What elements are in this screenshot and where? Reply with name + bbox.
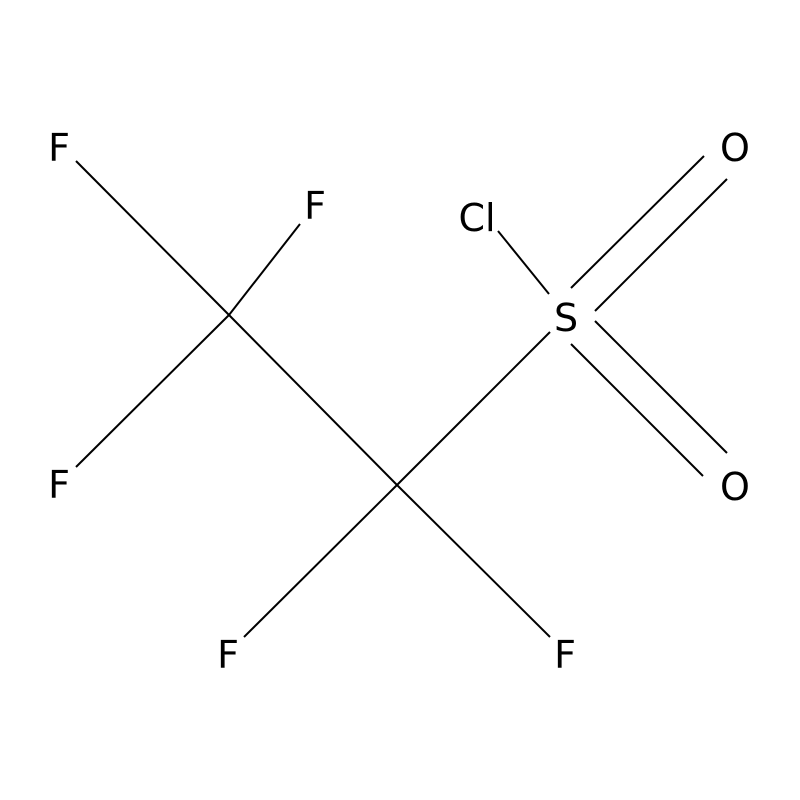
atom-oxygen-2: O	[720, 465, 750, 509]
bond-c2-f5	[396, 484, 551, 638]
bond-c2-f4	[243, 484, 398, 638]
atom-fluorine-3: F	[48, 463, 70, 507]
atom-fluorine-1: F	[48, 126, 70, 170]
bond-s-o2-b	[570, 343, 704, 477]
atom-chlorine: Cl	[458, 196, 496, 240]
bond-c1-f3	[75, 314, 230, 468]
bond-s-o1-b	[594, 178, 728, 312]
bond-s-o1-a	[570, 155, 705, 289]
bond-c1-c2	[228, 314, 398, 486]
bond-c2-s	[396, 331, 551, 486]
atom-fluorine-5: F	[554, 633, 576, 677]
atom-oxygen-1: O	[720, 126, 750, 170]
atom-fluorine-2: F	[304, 184, 326, 228]
atom-fluorine-4: F	[217, 633, 239, 677]
bond-s-cl	[497, 230, 550, 295]
bond-s-o2-a	[594, 320, 728, 454]
atom-sulfur: S	[553, 296, 579, 340]
bond-c1-f2	[228, 223, 301, 316]
bond-c1-f1	[75, 160, 230, 316]
